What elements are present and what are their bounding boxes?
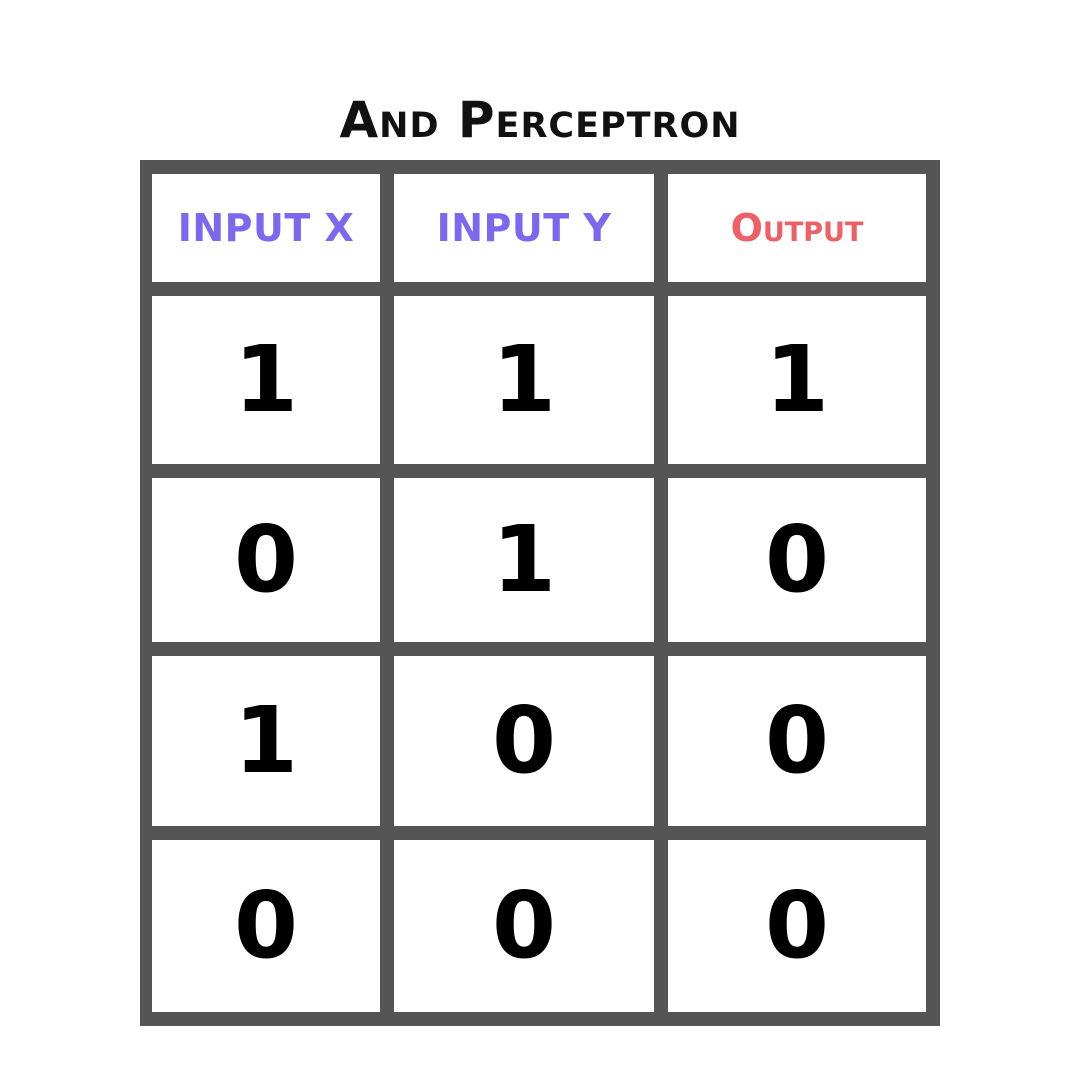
cell-value-r2-output: 0: [764, 506, 829, 613]
cell-value-r4-output: 0: [764, 872, 829, 979]
cell-value-r2-x: 0: [233, 506, 298, 613]
header-input-x: INPUT X: [177, 206, 355, 250]
table-cell: 0: [668, 656, 926, 826]
cell-value-r3-y: 0: [491, 687, 556, 794]
cell-value-r2-y: 1: [491, 506, 556, 613]
table-cell: 1: [668, 296, 926, 464]
cell-value-r3-x: 1: [233, 687, 298, 794]
cell-value-r4-x: 0: [233, 872, 298, 979]
table-cell: 0: [394, 840, 654, 1012]
header-output: Output: [730, 206, 864, 250]
truth-table: INPUT X INPUT Y Output 1 1 1 0 1 0 1 0 0…: [140, 160, 940, 1026]
header-cell-input-y: INPUT Y: [394, 174, 654, 282]
header-cell-input-x: INPUT X: [152, 174, 380, 282]
table-cell: 1: [152, 656, 380, 826]
header-input-y: INPUT Y: [436, 206, 612, 250]
table-cell: 1: [152, 296, 380, 464]
diagram-title: And Perceptron: [339, 91, 741, 149]
cell-value-r1-x: 1: [233, 326, 298, 433]
table-cell: 0: [152, 840, 380, 1012]
cell-value-r4-y: 0: [491, 872, 556, 979]
table-cell: 0: [668, 840, 926, 1012]
cell-value-r1-output: 1: [764, 326, 829, 433]
table-cell: 1: [394, 296, 654, 464]
header-cell-output: Output: [668, 174, 926, 282]
cell-value-r1-y: 1: [491, 326, 556, 433]
cell-value-r3-output: 0: [764, 687, 829, 794]
table-cell: 0: [394, 656, 654, 826]
table-cell: 0: [668, 478, 926, 642]
table-cell: 1: [394, 478, 654, 642]
table-cell: 0: [152, 478, 380, 642]
